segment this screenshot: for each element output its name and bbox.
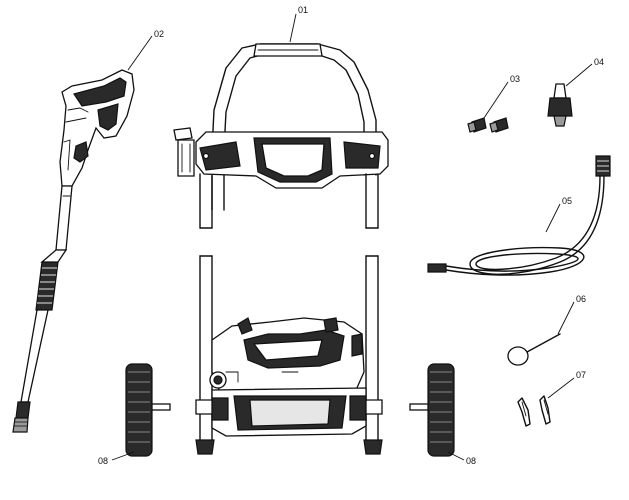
high-pressure-hose	[427, 155, 611, 276]
callout-08-right: 08	[466, 456, 476, 466]
cotter-pins	[517, 395, 551, 427]
wheel-left	[125, 363, 171, 457]
quick-connect-adapters	[467, 117, 509, 133]
callout-02: 02	[154, 29, 164, 39]
nozzle-cleaning-tool	[507, 333, 561, 366]
wheel-right	[409, 363, 455, 457]
callout-08-left: 08	[98, 456, 108, 466]
leader-lines	[111, 13, 593, 461]
callout-01: 01	[298, 5, 308, 15]
handle-assembly	[173, 43, 389, 229]
nozzle	[547, 83, 573, 127]
callout-03: 03	[510, 74, 520, 84]
main-unit-frame	[195, 255, 383, 455]
spray-gun-wand	[12, 69, 135, 433]
callout-05: 05	[562, 196, 572, 206]
callout-06: 06	[576, 294, 586, 304]
callout-04: 04	[594, 57, 604, 67]
callout-07: 07	[576, 370, 586, 380]
